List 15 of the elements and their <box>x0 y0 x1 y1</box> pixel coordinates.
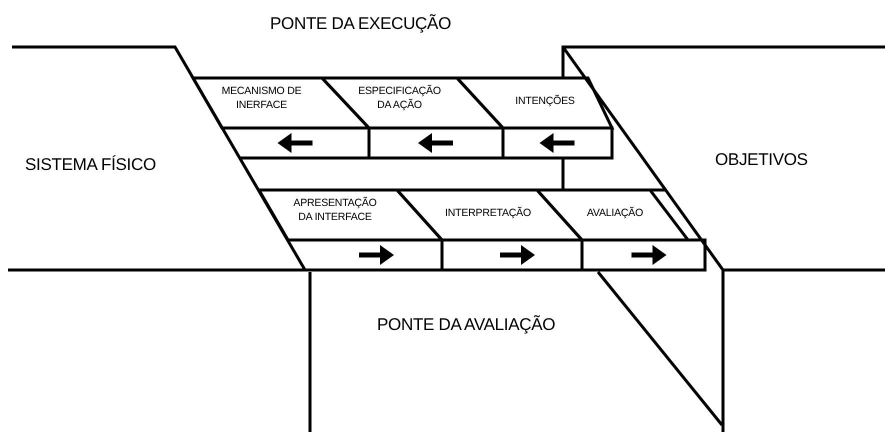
cell-label: APRESENTAÇÃO DA INTERFACE <box>292 196 378 224</box>
parallelogram-cell <box>537 190 688 240</box>
cell-label: INTENÇÕES <box>514 94 576 108</box>
parallelogram-cell <box>457 78 612 128</box>
cell-label: INTERPRETAÇÃO <box>444 206 532 220</box>
parallelogram-cell <box>397 190 582 240</box>
region-label: SISTEMA FÍSICO <box>25 155 156 175</box>
bridge-title: PONTE DA EXECUÇÃO <box>270 14 451 34</box>
parallelogram-cell <box>322 78 503 128</box>
cell-label: MECANISMO DE INERFACE <box>220 84 302 112</box>
bridge-title: PONTE DA AVALIAÇÃO <box>377 315 556 335</box>
region-label: OBJETIVOS <box>715 150 808 170</box>
cell-label: AVALIAÇÃO <box>586 206 644 220</box>
cell-label: ESPECIFICAÇÃO DA AÇÃO <box>357 84 442 112</box>
parallelogram-cell <box>259 190 442 240</box>
